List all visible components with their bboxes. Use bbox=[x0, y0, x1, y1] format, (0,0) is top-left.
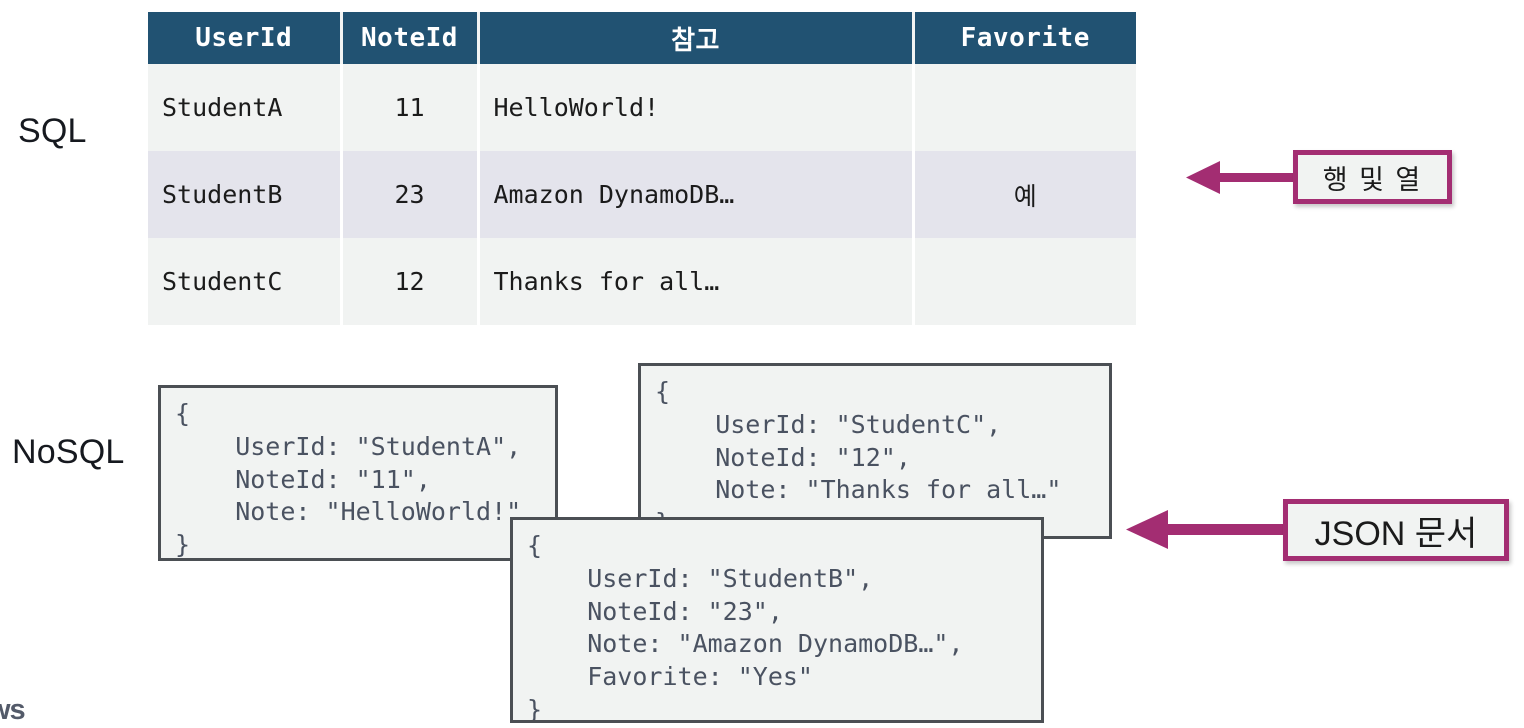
table-row: StudentA 11 HelloWorld! bbox=[148, 64, 1136, 151]
callout-label-json-document: JSON 문서 bbox=[1283, 499, 1509, 561]
aws-logo: ws bbox=[0, 694, 26, 726]
sql-relational-table: UserId NoteId 참고 Favorite StudentA 11 He… bbox=[148, 12, 1136, 325]
column-header-noteid: NoteId bbox=[341, 12, 480, 64]
column-header-userid: UserId bbox=[148, 12, 343, 64]
cell-noteid: 11 bbox=[341, 64, 480, 151]
cell-userid: StudentB bbox=[148, 151, 343, 238]
left-arrow-icon bbox=[1126, 510, 1288, 549]
cell-noteid: 12 bbox=[341, 238, 480, 325]
cell-noteid: 23 bbox=[341, 151, 480, 238]
cell-note: HelloWorld! bbox=[478, 64, 915, 151]
json-document-card-student-b: { UserId: "StudentB", NoteId: "23", Note… bbox=[510, 517, 1044, 723]
cell-userid: StudentC bbox=[148, 238, 343, 325]
cell-note: Amazon DynamoDB… bbox=[478, 151, 915, 238]
table-header-row: UserId NoteId 참고 Favorite bbox=[148, 12, 1136, 64]
section-label-nosql: NoSQL bbox=[12, 433, 125, 471]
json-document-card-student-c: { UserId: "StudentC", NoteId: "12", Note… bbox=[638, 363, 1112, 539]
cell-favorite bbox=[913, 64, 1136, 151]
column-header-favorite: Favorite bbox=[913, 12, 1136, 64]
column-header-note: 참고 bbox=[478, 12, 915, 64]
cell-userid: StudentA bbox=[148, 64, 343, 151]
table-row: StudentB 23 Amazon DynamoDB… 예 bbox=[148, 151, 1136, 238]
table-row: StudentC 12 Thanks for all… bbox=[148, 238, 1136, 325]
json-document-card-student-a: { UserId: "StudentA", NoteId: "11", Note… bbox=[158, 385, 558, 561]
cell-note: Thanks for all… bbox=[478, 238, 915, 325]
section-label-sql: SQL bbox=[18, 112, 87, 150]
cell-favorite: 예 bbox=[913, 151, 1136, 238]
callout-label-rows-and-columns: 행 및 열 bbox=[1293, 150, 1452, 204]
left-arrow-icon bbox=[1186, 161, 1298, 194]
cell-favorite bbox=[913, 238, 1136, 325]
